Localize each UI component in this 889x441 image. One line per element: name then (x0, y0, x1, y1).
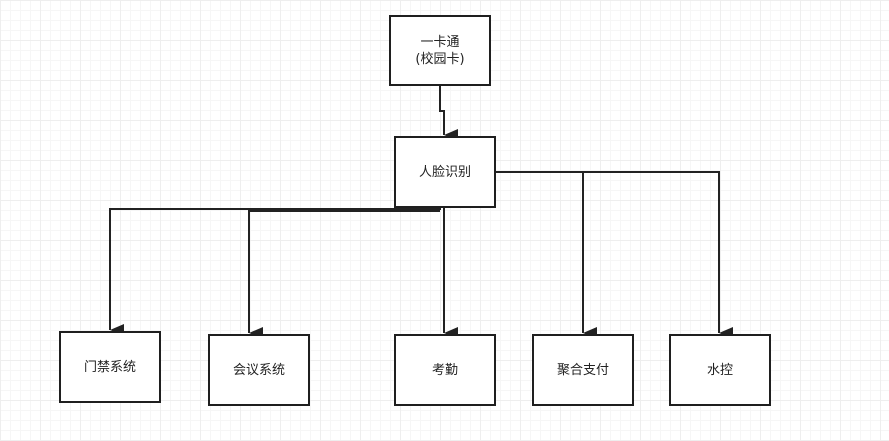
node-meeting-system[interactable]: 会议系统 (208, 334, 310, 406)
node-attendance-label: 考勤 (431, 362, 458, 378)
edge-face-to-meeting (248, 210, 440, 339)
edge-face-to-access (109, 207, 441, 336)
edge-face-to-water (583, 171, 733, 339)
node-campus-card-line2: (校园卡) (415, 51, 465, 67)
node-aggregated-payment-label: 聚合支付 (556, 362, 609, 378)
edge-face-to-payment (494, 171, 597, 339)
edge-root-to-face (439, 85, 458, 141)
node-face-recognition[interactable]: 人脸识别 (394, 136, 496, 208)
node-campus-card-line1: 一卡通 (420, 34, 460, 50)
node-face-recognition-label: 人脸识别 (418, 164, 471, 180)
node-aggregated-payment[interactable]: 聚合支付 (532, 334, 634, 406)
node-water-control-label: 水控 (706, 362, 733, 378)
node-access-control-label: 门禁系统 (83, 359, 136, 375)
node-campus-card[interactable]: 一卡通 (校园卡) (389, 15, 491, 86)
node-attendance[interactable]: 考勤 (394, 334, 496, 406)
node-access-control[interactable]: 门禁系统 (59, 331, 161, 403)
node-meeting-system-label: 会议系统 (232, 362, 285, 378)
node-water-control[interactable]: 水控 (669, 334, 771, 406)
